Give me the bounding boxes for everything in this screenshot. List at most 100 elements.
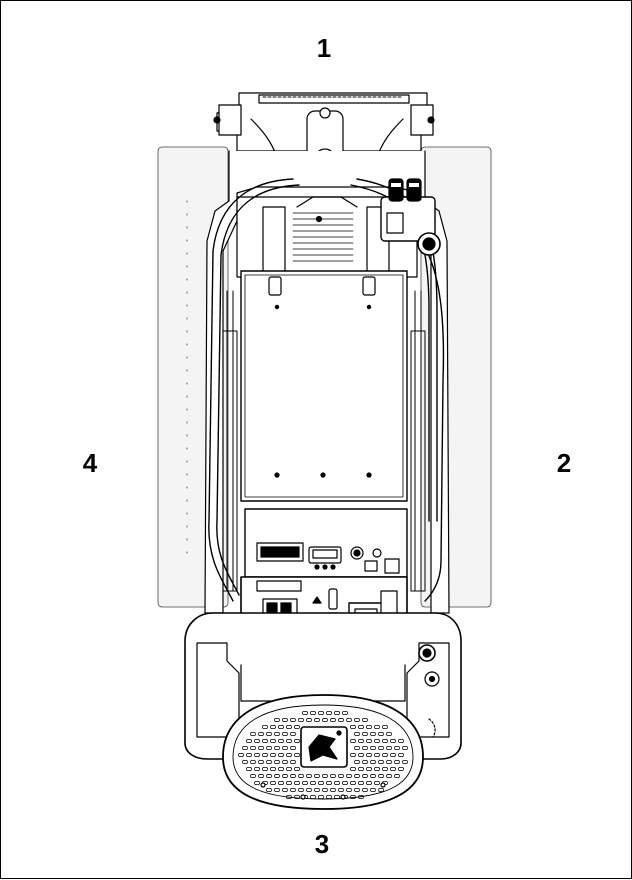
grille-hole xyxy=(378,746,384,750)
grille-hole xyxy=(246,767,252,771)
grille-hole xyxy=(354,732,360,736)
grille-hole xyxy=(350,725,356,729)
grille-hole xyxy=(274,760,280,764)
grille-hole xyxy=(250,732,256,736)
grille-hole xyxy=(370,732,376,736)
grille-hole xyxy=(290,774,296,778)
grille-hole xyxy=(286,795,292,799)
grille-hole xyxy=(382,753,388,757)
side-label-2: 2 xyxy=(556,448,572,478)
grille-hole xyxy=(366,739,372,743)
grille-hole xyxy=(338,718,344,722)
grille-hole xyxy=(262,739,268,743)
grille-hole xyxy=(278,781,284,785)
grille-hole xyxy=(270,753,276,757)
grille-hole xyxy=(334,781,340,785)
grille-hole xyxy=(266,774,272,778)
grille-hole xyxy=(318,795,324,799)
perforated-grille xyxy=(238,711,408,799)
grille-hole xyxy=(350,781,356,785)
grille-hole xyxy=(306,788,312,792)
grille-hole xyxy=(394,760,400,764)
grille-hole xyxy=(294,767,300,771)
grille-hole xyxy=(274,774,280,778)
grille-hole xyxy=(294,725,300,729)
grille-hole xyxy=(362,788,368,792)
grille-hole xyxy=(266,732,272,736)
grille-hole xyxy=(358,767,364,771)
grille-hole xyxy=(298,718,304,722)
grille-hole xyxy=(314,718,320,722)
grille-hole xyxy=(286,725,292,729)
grille-hole xyxy=(374,781,380,785)
grille-hole xyxy=(306,718,312,722)
grille-hole xyxy=(370,746,376,750)
grille-hole xyxy=(274,718,280,722)
grille-hole xyxy=(398,739,404,743)
grille-hole xyxy=(326,781,332,785)
hydraulic-hoses xyxy=(208,178,445,602)
grille-hole xyxy=(358,725,364,729)
grille-hole xyxy=(254,753,260,757)
grille-hole xyxy=(334,795,340,799)
grille-hole xyxy=(338,788,344,792)
grille-hole xyxy=(362,760,368,764)
grille-hole xyxy=(386,760,392,764)
grille-hole xyxy=(258,732,264,736)
grille-hole xyxy=(306,774,312,778)
grille-hole xyxy=(398,753,404,757)
grille-hole xyxy=(282,718,288,722)
side-label-4: 4 xyxy=(82,448,98,478)
grille-hole xyxy=(358,739,364,743)
grille-hole xyxy=(370,760,376,764)
grille-hole xyxy=(330,718,336,722)
grille-hole xyxy=(390,767,396,771)
side-label-1: 1 xyxy=(316,33,332,63)
grille-hole xyxy=(378,760,384,764)
grille-hole xyxy=(258,774,264,778)
grille-hole xyxy=(286,767,292,771)
grille-hole xyxy=(354,760,360,764)
grille-hole xyxy=(290,732,296,736)
grille-hole xyxy=(322,718,328,722)
grille-hole xyxy=(370,774,376,778)
grille-hole xyxy=(346,788,352,792)
grille-hole xyxy=(366,725,372,729)
grille-hole xyxy=(318,711,324,715)
grille-hole xyxy=(278,753,284,757)
grille-hole xyxy=(350,753,356,757)
grille-hole xyxy=(250,746,256,750)
grille-hole xyxy=(274,746,280,750)
grille-hole xyxy=(294,739,300,743)
grille-hole xyxy=(270,739,276,743)
grille-hole xyxy=(322,774,328,778)
grille-hole xyxy=(370,788,376,792)
grille-hole xyxy=(354,788,360,792)
grille-hole xyxy=(366,767,372,771)
grille-hole xyxy=(278,767,284,771)
grille-hole xyxy=(262,767,268,771)
valve-block xyxy=(380,178,441,256)
grille-hole xyxy=(366,753,372,757)
grille-hole xyxy=(270,725,276,729)
grille-hole xyxy=(266,760,272,764)
grille-hole xyxy=(362,732,368,736)
grille-hole xyxy=(286,739,292,743)
grille-hole xyxy=(350,767,356,771)
grille-hole xyxy=(274,788,280,792)
grille-hole xyxy=(246,739,252,743)
grille-hole xyxy=(358,795,364,799)
grille-hole xyxy=(326,711,332,715)
grille-hole xyxy=(278,739,284,743)
grille-hole xyxy=(246,753,252,757)
grille-hole xyxy=(354,774,360,778)
grille-hole xyxy=(290,788,296,792)
grille-hole xyxy=(302,781,308,785)
grille-hole xyxy=(254,739,260,743)
grille-hole xyxy=(294,753,300,757)
grille-hole xyxy=(310,711,316,715)
grille-hole xyxy=(314,774,320,778)
grille-hole xyxy=(362,774,368,778)
